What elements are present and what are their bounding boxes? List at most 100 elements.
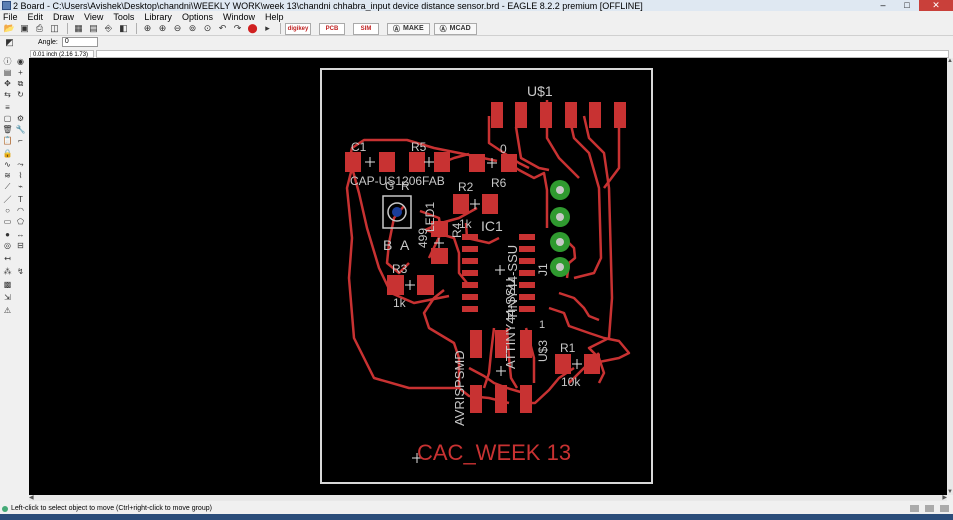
layer-icon[interactable]: ◩ bbox=[5, 36, 14, 47]
via-icon[interactable]: ● bbox=[5, 230, 10, 239]
indicator-icon bbox=[925, 505, 934, 512]
open-icon[interactable]: 📂 bbox=[3, 23, 16, 33]
ulp-icon[interactable]: ◧ bbox=[119, 23, 128, 33]
sim-button[interactable]: SIM bbox=[353, 22, 379, 35]
wrench-icon[interactable]: 🔧 bbox=[15, 125, 26, 134]
copy-icon[interactable]: ⧉ bbox=[17, 79, 24, 88]
pad bbox=[482, 194, 498, 214]
print-icon[interactable]: ⎙ bbox=[35, 23, 44, 33]
pad bbox=[462, 294, 478, 300]
menu-help[interactable]: Help bbox=[264, 11, 284, 22]
info-icon[interactable]: ⓘ bbox=[3, 57, 12, 66]
menu-library[interactable]: Library bbox=[144, 11, 172, 22]
undo-icon[interactable]: ↶ bbox=[218, 23, 227, 33]
meander-icon[interactable]: ⌇ bbox=[18, 171, 23, 180]
rect-icon[interactable]: ▭ bbox=[3, 217, 12, 226]
group-icon[interactable]: ▢ bbox=[3, 114, 12, 123]
label-avr: AVRISPSMD bbox=[452, 350, 467, 426]
circle-icon[interactable]: ○ bbox=[5, 206, 10, 215]
menu-tools[interactable]: Tools bbox=[113, 11, 135, 22]
pad bbox=[584, 354, 600, 374]
pad bbox=[470, 385, 482, 413]
menu-view[interactable]: View bbox=[84, 11, 104, 22]
menu-window[interactable]: Window bbox=[222, 11, 255, 22]
scroll-right-icon[interactable]: ▶ bbox=[942, 495, 947, 501]
pad bbox=[589, 102, 601, 128]
scroll-down-icon[interactable]: ▼ bbox=[947, 489, 953, 495]
errors-icon[interactable]: ⚠ bbox=[3, 306, 12, 315]
traces bbox=[345, 100, 631, 405]
rotate-icon[interactable]: ↻ bbox=[17, 90, 24, 99]
status-icon bbox=[2, 505, 8, 512]
horizontal-scrollbar[interactable]: ◀ ▶ bbox=[29, 495, 947, 501]
label-r1: R1 bbox=[560, 341, 576, 355]
text-icon[interactable]: T bbox=[18, 195, 23, 204]
command-input[interactable] bbox=[96, 49, 949, 58]
board-canvas[interactable]: U$1 C1 R5 0 CAP-US1206FAB R6 R2 1k G R L… bbox=[29, 58, 947, 495]
miter-icon[interactable]: ⟋ bbox=[4, 182, 11, 191]
display-icon[interactable]: ▤ bbox=[3, 68, 12, 77]
redo-icon[interactable]: ↷ bbox=[233, 23, 242, 33]
ratsnest-icon[interactable]: ⁂ bbox=[3, 267, 12, 276]
split-icon[interactable]: ⌐ bbox=[18, 136, 23, 145]
pad-icon[interactable]: ⊟ bbox=[17, 241, 24, 250]
pcb-button[interactable]: PCB bbox=[319, 22, 345, 35]
mark-icon[interactable]: + bbox=[18, 68, 23, 77]
maximize-button[interactable]: □ bbox=[904, 0, 910, 10]
scroll-up-icon[interactable]: ▲ bbox=[947, 58, 953, 64]
zoom-in-icon[interactable]: ⊕ bbox=[158, 23, 167, 33]
menu-draw[interactable]: Draw bbox=[53, 11, 75, 22]
mcad-icon: Ⓐ bbox=[439, 25, 447, 33]
go-icon[interactable]: ▸ bbox=[265, 23, 270, 33]
show-icon[interactable]: ◉ bbox=[17, 57, 24, 66]
label-g: G bbox=[385, 179, 394, 193]
cam-icon[interactable]: ◫ bbox=[50, 23, 59, 33]
menu-edit[interactable]: Edit bbox=[27, 11, 44, 22]
board-outline bbox=[320, 68, 653, 484]
split-route-icon[interactable]: ⌁ bbox=[18, 182, 23, 191]
schematic-icon[interactable]: ▦ bbox=[74, 23, 83, 33]
route-icon[interactable]: ∿ bbox=[4, 160, 11, 169]
erc-icon[interactable]: ⇲ bbox=[4, 293, 11, 302]
delete-icon[interactable]: 🗑 bbox=[2, 125, 13, 134]
zoom-prev-icon[interactable]: ⊚ bbox=[188, 23, 197, 33]
zoom-out-icon[interactable]: ⊖ bbox=[173, 23, 182, 33]
window-title: 2 Board - C:\Users\Avishek\Desktop\chand… bbox=[13, 0, 643, 11]
zoom-select-icon[interactable]: ⊙ bbox=[203, 23, 212, 33]
signal-icon[interactable]: ↔ bbox=[16, 230, 25, 239]
status-indicators bbox=[910, 505, 949, 512]
polygon-icon[interactable]: ⬠ bbox=[17, 217, 24, 226]
ripup-icon[interactable]: ⤳ bbox=[17, 160, 24, 169]
save-icon[interactable]: ▣ bbox=[20, 23, 29, 33]
change-icon[interactable]: ⚙ bbox=[16, 114, 25, 123]
wire-icon[interactable]: ／ bbox=[3, 195, 12, 204]
stop-icon[interactable]: ⬤ bbox=[247, 23, 258, 33]
minimize-button[interactable]: – bbox=[880, 0, 886, 10]
menu-file[interactable]: File bbox=[3, 11, 18, 22]
lock-icon[interactable]: 🔒 bbox=[2, 149, 13, 158]
angle-select[interactable]: 0 bbox=[61, 37, 98, 47]
digikey-button[interactable]: digikey bbox=[285, 22, 311, 35]
label-attiny: ATTINY44-SSU bbox=[503, 278, 518, 369]
scroll-left-icon[interactable]: ◀ bbox=[29, 495, 34, 501]
zoom-fit-icon[interactable]: ⊕ bbox=[143, 23, 152, 33]
hole-icon[interactable]: ◎ bbox=[4, 241, 11, 250]
drc-icon[interactable]: ▩ bbox=[3, 280, 12, 289]
pad bbox=[519, 282, 535, 288]
vertical-scrollbar[interactable]: ▲ ▼ bbox=[947, 58, 953, 495]
mirror-icon[interactable]: ⇆ bbox=[4, 90, 11, 99]
close-button[interactable]: ✕ bbox=[919, 0, 953, 11]
pad bbox=[519, 294, 535, 300]
arc-icon[interactable]: ◠ bbox=[17, 206, 24, 215]
run-icon[interactable]: ⎆ bbox=[104, 23, 113, 33]
dimension-icon[interactable]: ↤ bbox=[4, 254, 11, 263]
move-icon[interactable]: ✥ bbox=[4, 79, 11, 88]
menu-options[interactable]: Options bbox=[181, 11, 213, 22]
align-icon[interactable]: ≡ bbox=[5, 103, 10, 112]
optimize-icon[interactable]: ≋ bbox=[4, 171, 11, 180]
autorouter-icon[interactable]: ↯ bbox=[17, 267, 24, 276]
board-icon[interactable]: ▤ bbox=[89, 23, 98, 33]
paste-icon[interactable]: 📋 bbox=[2, 136, 13, 145]
